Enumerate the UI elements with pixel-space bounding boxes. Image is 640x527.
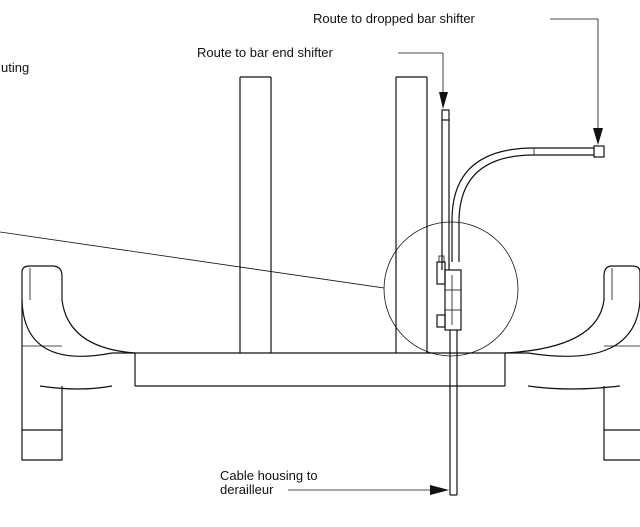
derailleur-housing-cable [449,330,458,496]
cable-stop-clamp [436,255,462,331]
handlebar-drop-right [504,265,640,461]
label-dropped-bar: Route to dropped bar shifter [313,11,476,26]
handlebar-drop-left [21,265,136,461]
leader-bar-end [398,52,448,109]
label-bar-end: Route to bar end shifter [197,45,334,60]
dropped-bar-cable [451,145,605,262]
label-housing-line1: Cable housing to [220,468,318,483]
bar-end-cable [441,109,450,270]
leader-dropped-bar [550,18,603,145]
stem-post-left [239,76,272,353]
handlebar-center [112,352,528,387]
stem-post-right [395,76,428,353]
label-housing-line2: derailleur [220,482,274,497]
label-left-partial: uting [1,60,29,75]
leader-housing [288,485,449,495]
leader-line-left [0,231,385,289]
detail-circle [383,221,519,357]
